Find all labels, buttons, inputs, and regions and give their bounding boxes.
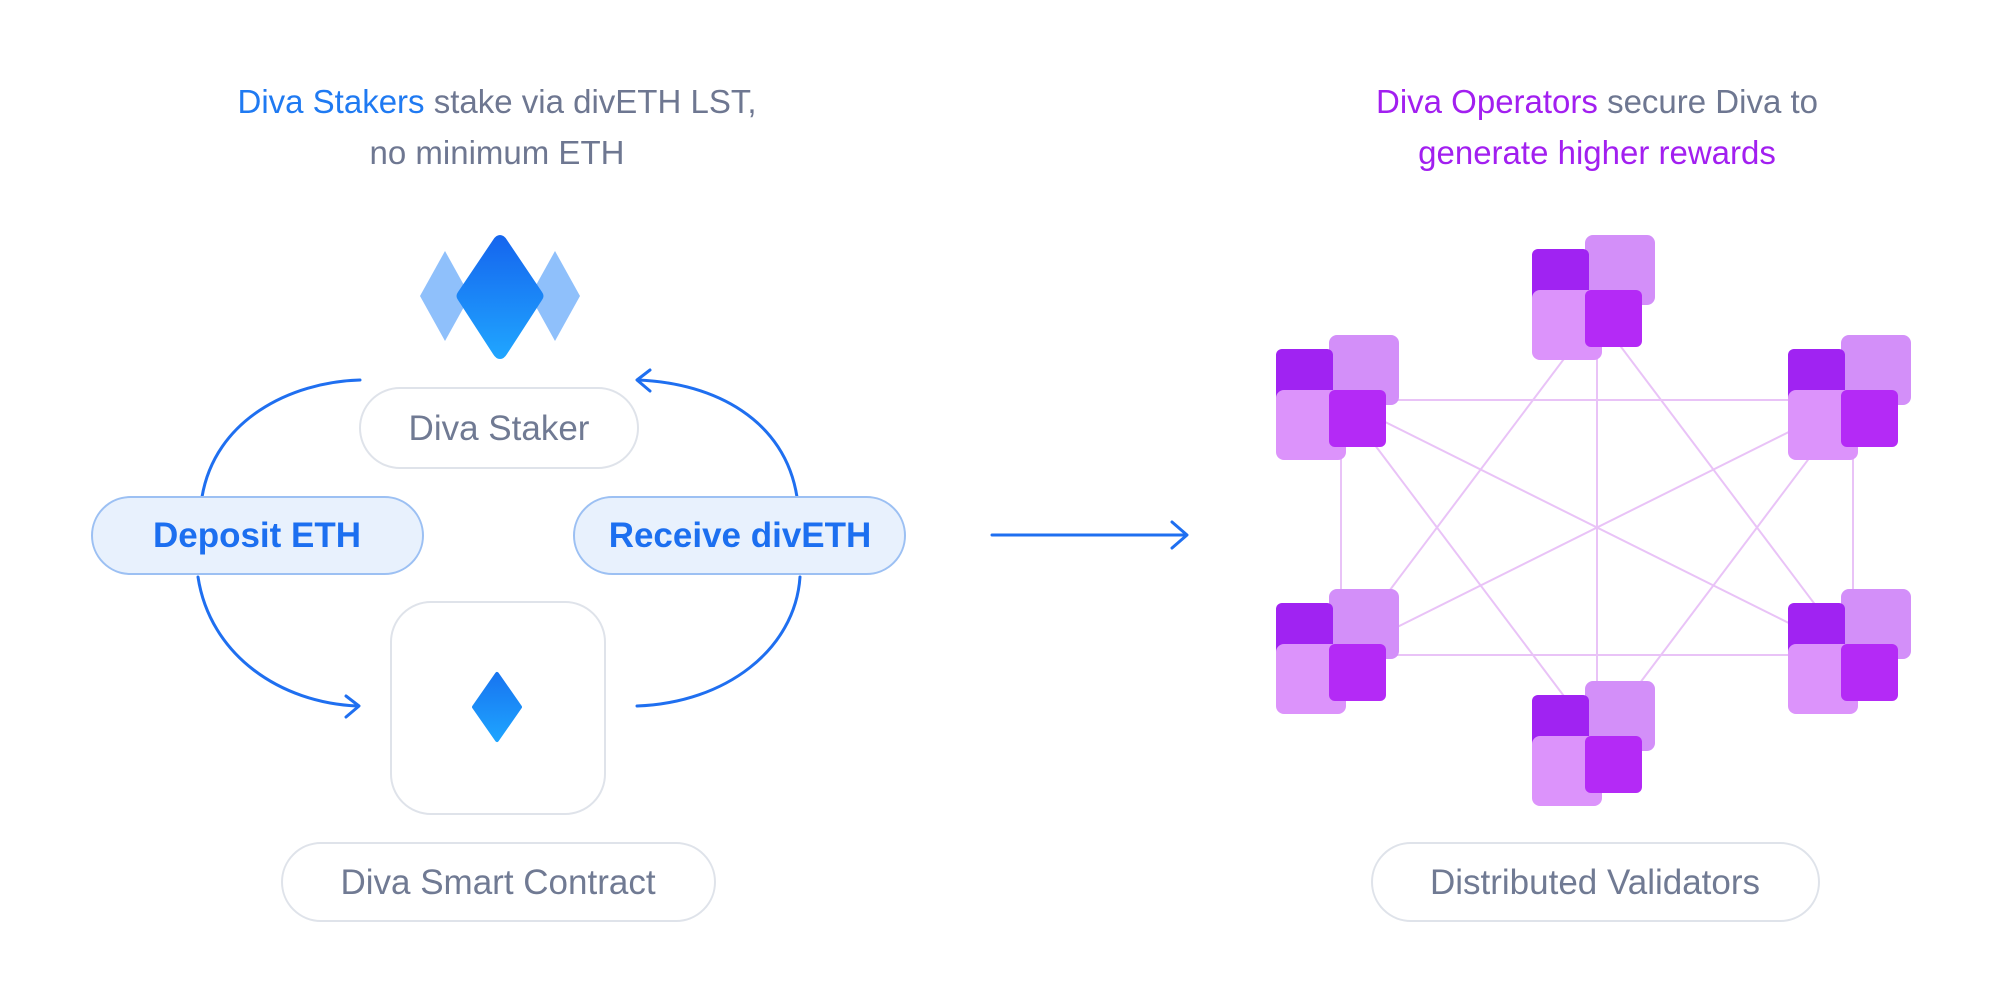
diva-staker-label: Diva Staker	[409, 409, 590, 448]
arrow-head-icon	[635, 368, 652, 393]
left-heading-rest: stake via divETH LST,	[425, 83, 757, 120]
receive-diveth-label: Receive divETH	[609, 516, 872, 555]
flow-arc-top-right	[636, 378, 799, 499]
diva-staker-pill: Diva Staker	[359, 387, 639, 469]
receive-diveth-pill: Receive divETH	[573, 496, 906, 575]
diva-smart-contract-pill: Diva Smart Contract	[281, 842, 716, 922]
validator-cluster-icon	[1532, 681, 1655, 806]
validator-cluster-icon	[1276, 335, 1399, 460]
left-heading-line2: no minimum ETH	[370, 134, 625, 171]
diva-diamond-logo-icon	[420, 235, 580, 359]
validator-cluster-icon	[1532, 235, 1655, 360]
distributed-validators-label: Distributed Validators	[1430, 863, 1760, 902]
validator-cluster-icon	[1276, 589, 1399, 714]
validator-cluster-icon	[1788, 335, 1911, 460]
deposit-eth-pill: Deposit ETH	[91, 496, 424, 575]
diamond-icon	[472, 672, 522, 742]
validator-network-links	[1340, 314, 1854, 741]
right-heading-line2: generate higher rewards	[1418, 134, 1776, 171]
right-heading-line1: Diva Operators secure Diva to	[1376, 83, 1818, 120]
flow-arc-bottom-left	[196, 575, 360, 708]
arrow-head-icon	[344, 694, 361, 719]
diva-smart-contract-label: Diva Smart Contract	[340, 863, 655, 902]
validator-cluster-icon	[1788, 589, 1911, 714]
right-heading-rest: secure Diva to	[1598, 83, 1818, 120]
left-heading-highlight: Diva Stakers	[237, 83, 424, 120]
deposit-eth-label: Deposit ETH	[153, 516, 361, 555]
distributed-validators-pill: Distributed Validators	[1371, 842, 1820, 922]
arrow-right-icon	[990, 520, 1189, 550]
flow-arc-top-left	[200, 378, 362, 499]
smart-contract-box	[390, 601, 606, 815]
flow-arc-bottom-right	[635, 575, 802, 708]
right-heading-highlight: Diva Operators	[1376, 83, 1598, 120]
left-heading-line1: Diva Stakers stake via divETH LST,	[237, 83, 756, 120]
